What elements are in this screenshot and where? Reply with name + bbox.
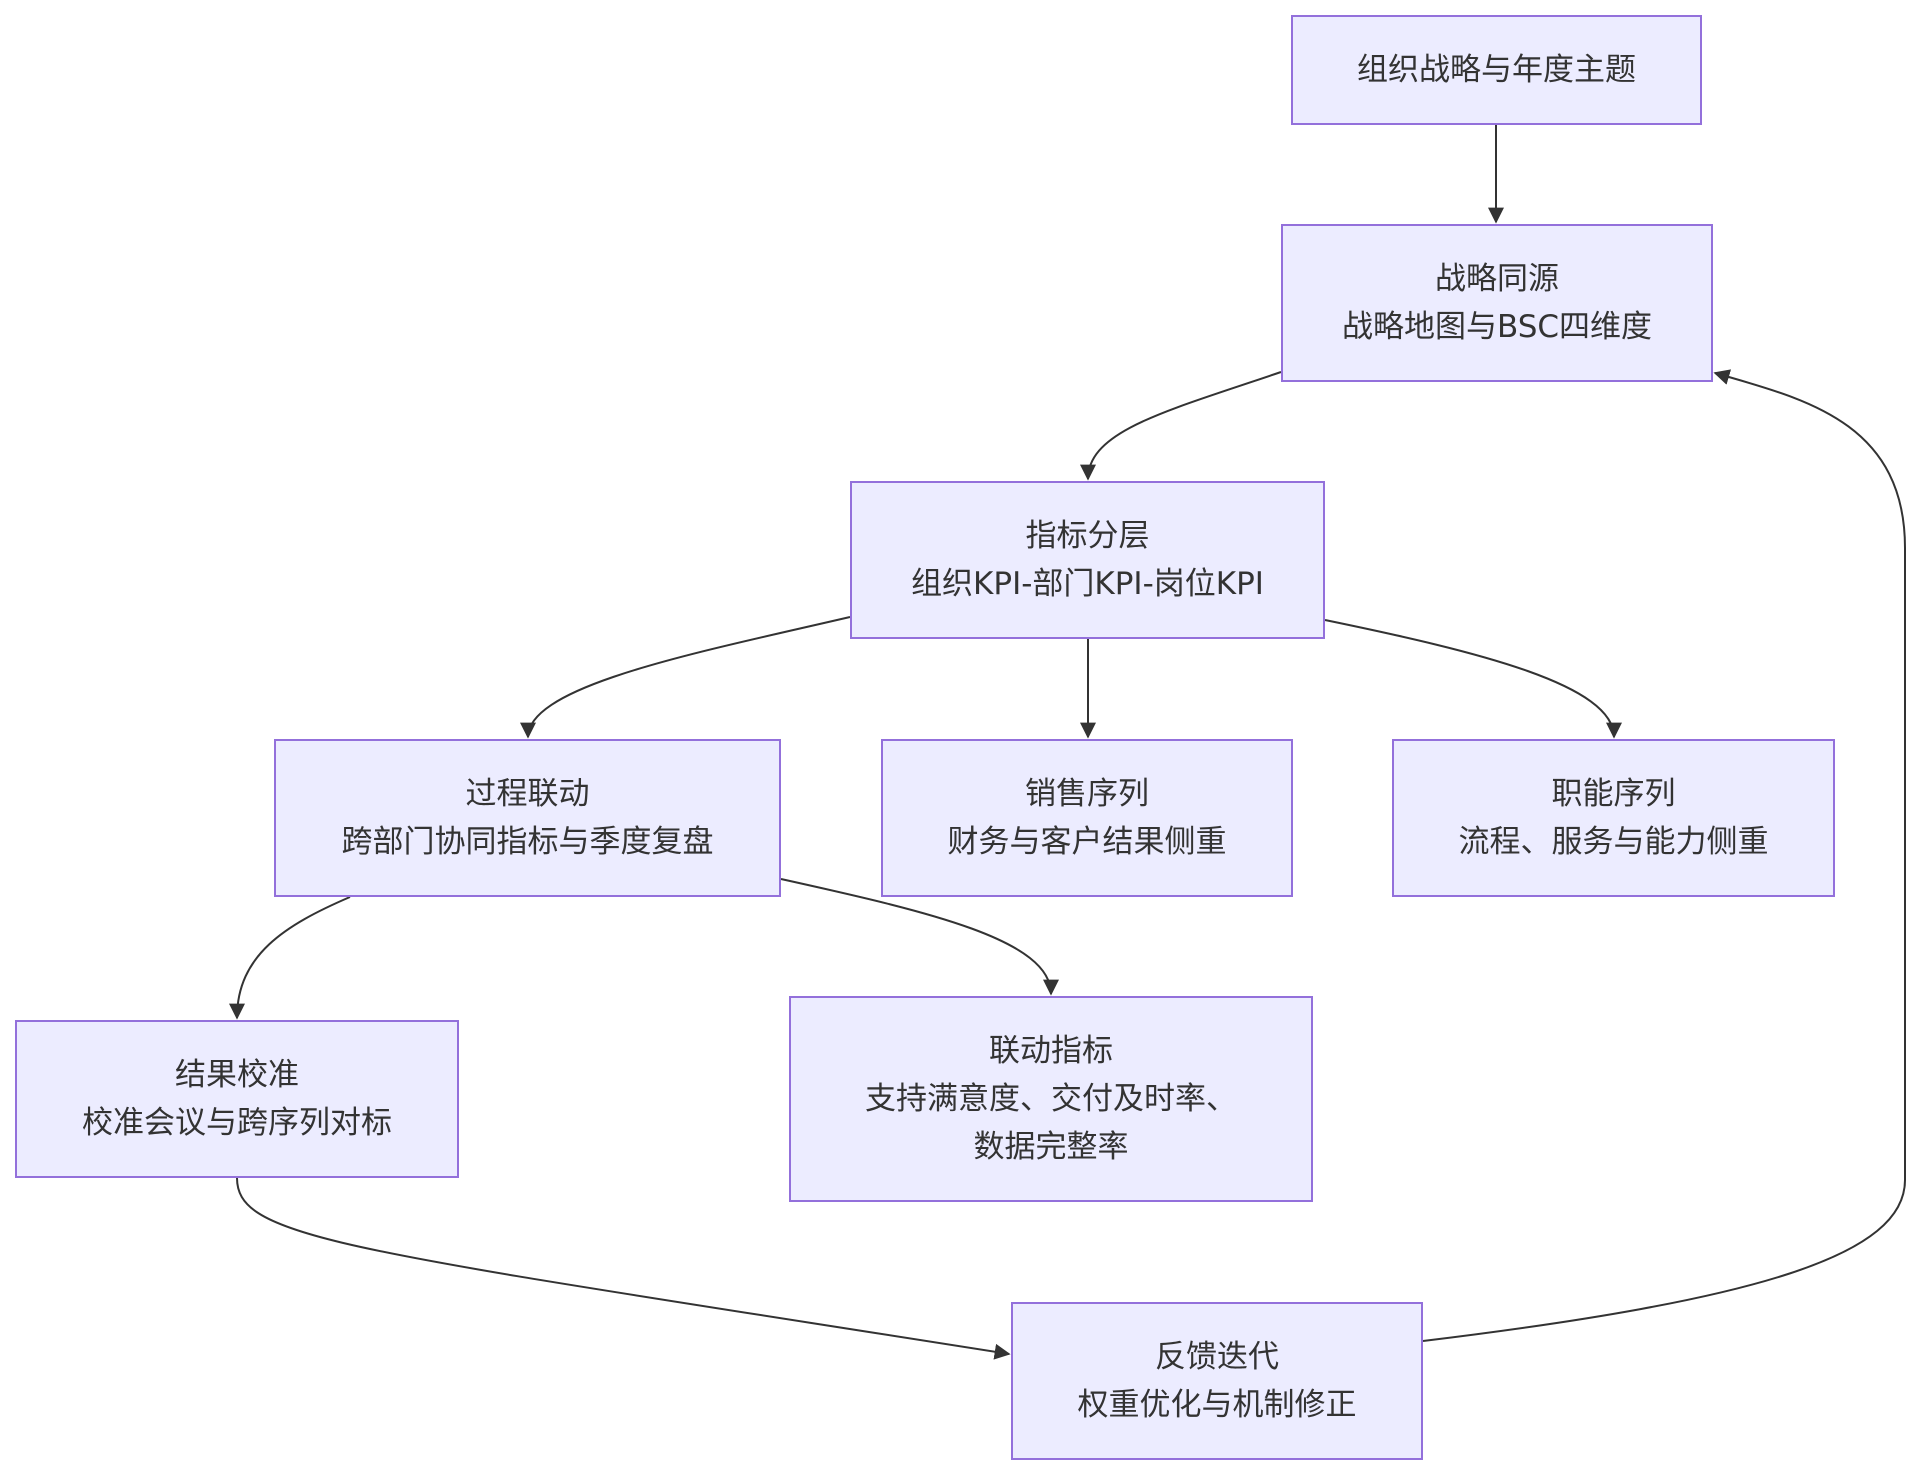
- node-sales-sequence-title: 销售序列: [1025, 776, 1149, 812]
- node-process-linkage-title: 过程联动: [465, 776, 590, 812]
- node-result-calibration-desc: 校准会议与跨序列对标: [82, 1105, 392, 1141]
- node-linked-metrics-desc-1: 支持满意度、交付及时率、: [865, 1081, 1237, 1117]
- node-linked-metrics-title: 联动指标: [989, 1033, 1113, 1069]
- node-metric-layering: 指标分层 组织KPI-部门KPI-岗位KPI: [850, 481, 1325, 639]
- node-feedback-iteration: 反馈迭代 权重优化与机制修正: [1011, 1302, 1423, 1460]
- node-process-linkage-desc: 跨部门协同指标与季度复盘: [341, 824, 714, 860]
- edge-layer-to-process: [520, 616, 851, 739]
- edge-process-to-linked: [780, 878, 1059, 996]
- node-org-strategy: 组织战略与年度主题: [1291, 15, 1702, 125]
- node-org-strategy-title: 组织战略与年度主题: [1357, 52, 1636, 88]
- edge-process-to-result: [229, 896, 351, 1020]
- edge-result-to-feedback: [236, 1177, 1011, 1360]
- node-strategy-source-desc: 战略地图与BSC四维度: [1341, 309, 1653, 345]
- node-sales-sequence: 销售序列 财务与客户结果侧重: [881, 739, 1293, 897]
- node-feedback-iteration-title: 反馈迭代: [1155, 1339, 1279, 1375]
- node-feedback-iteration-desc: 权重优化与机制修正: [1077, 1387, 1357, 1423]
- node-process-linkage: 过程联动 跨部门协同指标与季度复盘: [274, 739, 781, 897]
- node-sales-sequence-desc: 财务与客户结果侧重: [947, 824, 1227, 860]
- edge-feedback-to-source: [1422, 369, 1906, 1342]
- node-linked-metrics: 联动指标 支持满意度、交付及时率、 数据完整率: [789, 996, 1313, 1202]
- node-result-calibration-title: 结果校准: [175, 1057, 299, 1093]
- node-strategy-source-title: 战略同源: [1435, 261, 1559, 297]
- node-metric-layering-desc: 组织KPI-部门KPI-岗位KPI: [911, 566, 1264, 602]
- node-result-calibration: 结果校准 校准会议与跨序列对标: [15, 1020, 459, 1178]
- edge-layer-to-function: [1324, 619, 1622, 739]
- node-strategy-source: 战略同源 战略地图与BSC四维度: [1281, 224, 1713, 382]
- edge-source-to-layer: [1080, 371, 1282, 481]
- node-function-sequence: 职能序列 流程、服务与能力侧重: [1392, 739, 1835, 897]
- node-metric-layering-title: 指标分层: [1025, 518, 1150, 554]
- node-function-sequence-desc: 流程、服务与能力侧重: [1458, 824, 1769, 860]
- node-linked-metrics-desc-2: 数据完整率: [973, 1129, 1129, 1165]
- node-function-sequence-title: 职能序列: [1551, 776, 1676, 812]
